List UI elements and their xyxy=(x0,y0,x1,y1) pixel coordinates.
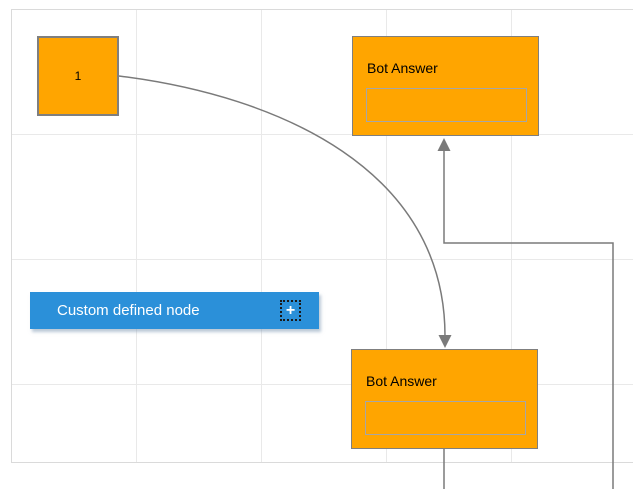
bot-answer-node-top[interactable]: Bot Answer xyxy=(352,36,539,136)
bot-answer-title: Bot Answer xyxy=(366,373,437,389)
custom-node-label: Custom defined node xyxy=(57,302,200,319)
bot-answer-title: Bot Answer xyxy=(367,60,438,76)
bot-answer-textbox[interactable] xyxy=(366,88,527,122)
bot-answer-node-bottom[interactable]: Bot Answer xyxy=(351,349,538,449)
custom-defined-node[interactable]: Custom defined node + xyxy=(30,292,319,329)
bot-answer-textbox[interactable] xyxy=(365,401,526,435)
curved-connector[interactable] xyxy=(118,75,446,337)
start-node-label: 1 xyxy=(74,69,82,83)
plus-icon: + xyxy=(285,301,296,319)
curved-connector-arrowhead-down xyxy=(438,335,452,348)
start-node[interactable]: 1 xyxy=(37,36,119,116)
orthogonal-connector[interactable] xyxy=(443,151,614,489)
add-node-button[interactable]: + xyxy=(280,300,301,321)
orthogonal-connector-arrowhead-up xyxy=(437,138,451,151)
